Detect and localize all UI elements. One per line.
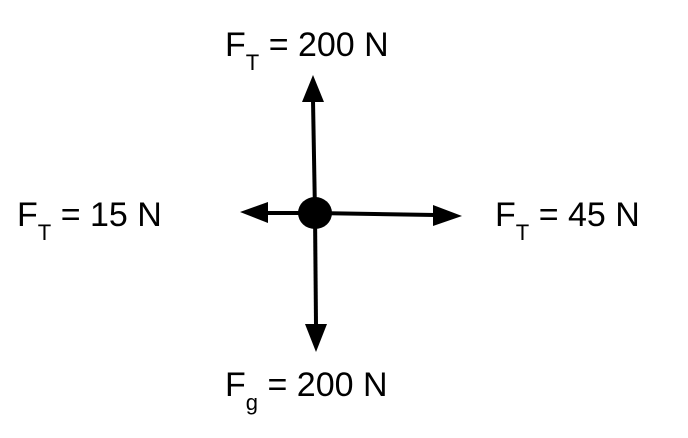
force-subscript: T (515, 220, 530, 245)
force-subscript: T (37, 220, 52, 245)
arrow-left-head (240, 202, 268, 223)
label-tension-right: FT = 45 N (495, 198, 640, 244)
arrow-down-head (305, 324, 327, 352)
force-subscript: T (245, 50, 260, 75)
arrow-up-shaft (311, 99, 317, 214)
force-subscript: g (245, 390, 259, 415)
arrow-right-head (433, 205, 462, 226)
label-tension-left: FT = 15 N (17, 198, 162, 244)
label-gravity-down: Fg = 200 N (225, 368, 388, 414)
force-value: = 200 N (268, 26, 389, 64)
force-symbol: F (225, 366, 246, 404)
arrow-down-shaft (313, 212, 318, 326)
force-value: = 15 N (60, 196, 162, 234)
force-value: = 45 N (538, 196, 640, 234)
arrow-up-head (302, 75, 324, 102)
force-symbol: F (225, 26, 246, 64)
object-dot (298, 197, 332, 229)
label-tension-up: FT = 200 N (225, 28, 389, 74)
force-symbol: F (17, 196, 38, 234)
force-value: = 200 N (267, 366, 388, 404)
arrow-right-shaft (314, 211, 436, 217)
force-symbol: F (495, 196, 516, 234)
